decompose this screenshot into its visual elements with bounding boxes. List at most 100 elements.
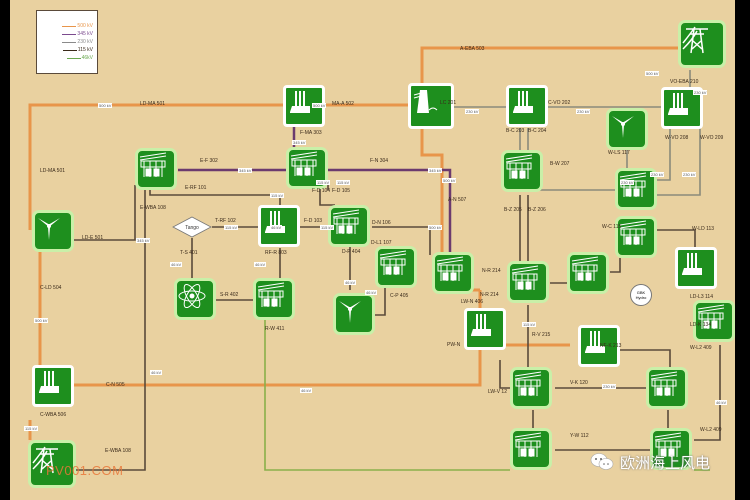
nuclear-node[interactable] [174, 278, 216, 320]
voltage-tag: 46 kV [170, 262, 183, 267]
line-label: T-RF 102 [215, 218, 236, 224]
watermark-left: PV001.COM [46, 463, 124, 478]
line-label: LD-L3 114 [690, 294, 713, 300]
line-label: W-LD 113 [692, 226, 715, 232]
line-label: LC 201 [440, 100, 457, 106]
substation-node[interactable] [510, 428, 552, 470]
line-label: C-P 405 [390, 293, 409, 299]
line-label: D-L1 107 [371, 240, 392, 246]
power-plant-node[interactable] [506, 85, 548, 127]
substation-node[interactable] [510, 367, 552, 409]
line-v115 [52, 185, 136, 241]
legend-item: 230 kV [37, 39, 93, 45]
line-v115 [499, 360, 510, 389]
line-label: NF-K 213 [600, 343, 622, 349]
line-label: T-S 401 [180, 250, 198, 256]
line-label: VO-EBA 210 [670, 79, 699, 85]
line-label: C-VO 202 [548, 100, 571, 106]
line-label: Y-W 112 [570, 433, 589, 439]
voltage-tag: 500 kV [645, 71, 660, 76]
power-plant-node[interactable] [32, 365, 74, 407]
voltage-tag: 500 kV [312, 103, 327, 108]
wind-turbine-node[interactable] [32, 210, 74, 252]
line-label: C-LD 504 [40, 285, 62, 291]
legend-label: 115 kV [77, 47, 93, 53]
line-label: LW-V 12 [488, 389, 507, 395]
watermark-right: 欧洲海上风电 [620, 455, 711, 472]
line-v115 [149, 185, 281, 210]
substation-node[interactable] [501, 150, 543, 192]
line-label: N-R 214 [482, 268, 501, 274]
wind-turbine-node[interactable] [333, 293, 375, 335]
line-label: RF-R 803 [265, 250, 287, 256]
voltage-legend: 500 kV 345 kV 230 kV 115 kV 46kV [36, 10, 98, 74]
line-label: LD-MA 501 [40, 168, 66, 174]
grid-diagram-canvas: 500 kV 345 kV 230 kV 115 kV 46kV Tango GBK H… [10, 0, 735, 500]
legend-item: 115 kV [37, 47, 93, 53]
line-label: LW-N 406 [461, 299, 484, 305]
substation-node[interactable] [507, 261, 549, 303]
voltage-tag: 46 kV [365, 290, 378, 295]
line-label: N-R 214 [480, 292, 499, 298]
legend-item: 500 kV [37, 23, 93, 29]
gbk-hydro-node[interactable]: GBK Hydro [630, 284, 652, 306]
legend-label: 500 kV [77, 23, 93, 29]
line-label: E-F 302 [200, 158, 218, 164]
voltage-tag: 115 kV [336, 180, 351, 185]
substation-node[interactable] [615, 216, 657, 258]
line-v115 [610, 258, 621, 273]
legend-label: 46kV [81, 55, 93, 61]
power-plant-node[interactable] [464, 308, 506, 350]
line-label: F-D 104 [312, 188, 331, 194]
legend-label: 345 kV [77, 31, 93, 37]
voltage-tag: 115 kV [224, 225, 239, 230]
hydro-dam-node[interactable] [408, 83, 454, 129]
substation-node[interactable] [432, 252, 474, 294]
substation-node[interactable] [253, 278, 295, 320]
line-label: E-RF 101 [185, 185, 207, 191]
substation-node[interactable] [328, 205, 370, 247]
voltage-tag: 230 kV [576, 109, 591, 114]
power-plant-node[interactable] [675, 247, 717, 289]
line-label: F-D 103 [304, 218, 323, 224]
voltage-tag: 345 kV [136, 238, 151, 243]
voltage-tag: 345 kV [238, 168, 253, 173]
power-plant-node[interactable] [578, 325, 620, 367]
substation-node[interactable] [650, 428, 692, 470]
transmission-tower-node[interactable] [28, 440, 76, 488]
transmission-tower-node[interactable] [678, 20, 726, 68]
line-label: B-W 207 [550, 161, 570, 167]
line-label: MA-A 502 [332, 101, 354, 107]
substation-node[interactable] [375, 246, 417, 288]
voltage-tag: 230 kV [465, 109, 480, 114]
line-label: W-VO 208 [665, 135, 689, 141]
line-label: F-D 105 [332, 188, 351, 194]
substation-node[interactable] [693, 300, 735, 342]
wind-turbine-node[interactable] [606, 108, 648, 150]
substation-node[interactable] [567, 252, 609, 294]
tango-node[interactable]: Tango [172, 216, 212, 238]
voltage-tag: 46 kV [344, 280, 357, 285]
line-label: LD-E 501 [82, 235, 104, 241]
line-label: F-MA 303 [300, 130, 322, 136]
line-v115 [70, 190, 146, 471]
line-label: LD-K 134 [690, 322, 712, 328]
line-label: B-Z 205 [504, 207, 522, 213]
substation-node[interactable] [646, 367, 688, 409]
line-label: E-WBA 108 [140, 205, 166, 211]
line-v115 [655, 229, 696, 250]
line-label: S-R 402 [220, 292, 239, 298]
voltage-tag: 46 kV [254, 262, 267, 267]
line-label: D-P 404 [342, 249, 361, 255]
voltage-tag: 500 kV [34, 318, 49, 323]
voltage-tag: 500 kV [428, 225, 443, 230]
voltage-tag: 230 kV [602, 384, 617, 389]
line-label: B-C 203 [506, 128, 525, 134]
wechat-icon [590, 453, 614, 470]
line-v46 [264, 320, 510, 471]
substation-node[interactable] [135, 148, 177, 190]
voltage-tag: 46 kV [150, 370, 163, 375]
voltage-tag: 115 kV [320, 225, 335, 230]
tango-label: Tango [185, 225, 199, 231]
line-label: C-N 505 [106, 382, 125, 388]
